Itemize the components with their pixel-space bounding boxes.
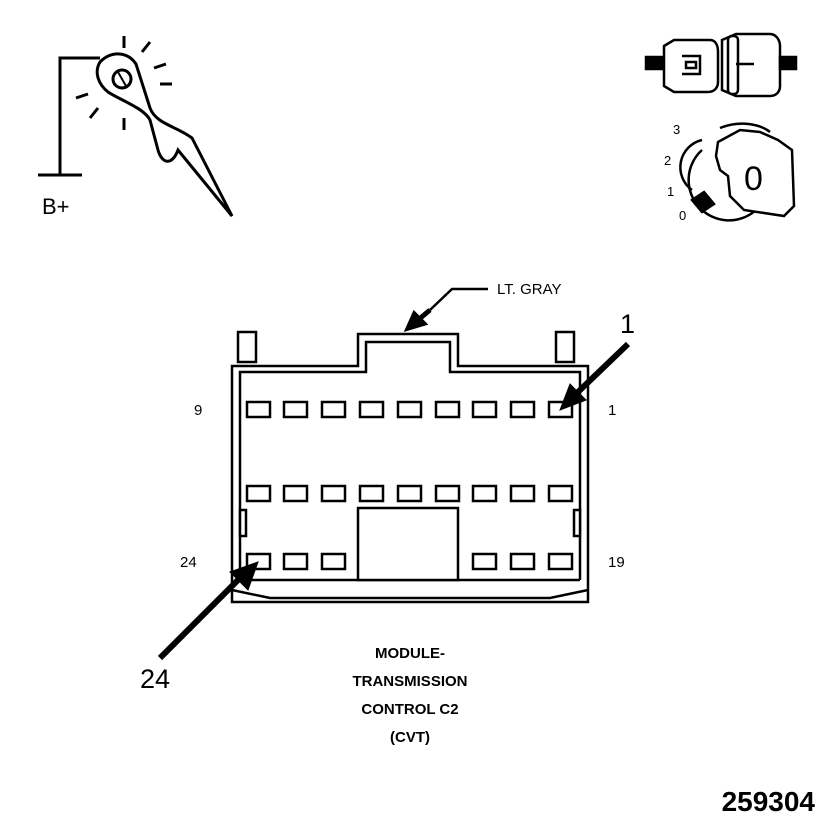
caption-line: MODULE- bbox=[375, 645, 445, 662]
pin-cavity bbox=[282, 400, 309, 419]
callout-pin-24: 24 bbox=[140, 664, 171, 694]
test-light-probe-icon bbox=[38, 36, 234, 217]
ignition-key-position-label: 0 bbox=[744, 160, 763, 198]
pin-cavity bbox=[358, 400, 385, 419]
pin-label-top-right: 1 bbox=[608, 402, 617, 419]
pin-cavity bbox=[282, 552, 309, 571]
b-plus-label: B+ bbox=[42, 194, 70, 219]
pin-cavity bbox=[396, 400, 423, 419]
pin-cavities bbox=[245, 400, 574, 571]
pin-cavity bbox=[547, 484, 574, 503]
pin-cavity bbox=[245, 484, 272, 503]
pin-cavity bbox=[434, 400, 461, 419]
pin-label-top-left: 9 bbox=[194, 402, 203, 419]
color-leader-arrow bbox=[403, 287, 488, 332]
pin-cavity bbox=[320, 484, 347, 503]
pin-cavity bbox=[509, 484, 536, 503]
ignition-position-0: 0 bbox=[679, 208, 687, 223]
pin-cavity bbox=[471, 400, 498, 419]
pin-cavity bbox=[245, 400, 272, 419]
pin-cavity bbox=[471, 552, 498, 571]
connector-color-label: LT. GRAY bbox=[497, 281, 562, 298]
ignition-position-2: 2 bbox=[664, 153, 672, 168]
pin-cavity bbox=[358, 484, 385, 503]
connector-body bbox=[230, 330, 590, 604]
caption-line: (CVT) bbox=[390, 729, 430, 746]
pin-1-callout-arrow bbox=[559, 341, 631, 411]
pin-cavity bbox=[320, 552, 347, 571]
pin-cavity bbox=[320, 400, 347, 419]
pin-label-bottom-left: 24 bbox=[180, 554, 197, 571]
ignition-position-1: 1 bbox=[667, 184, 675, 199]
pin-cavity bbox=[396, 484, 423, 503]
caption-line: CONTROL C2 bbox=[361, 701, 459, 718]
caption-line: TRANSMISSION bbox=[352, 673, 468, 690]
connector-disconnected-icon bbox=[644, 32, 798, 98]
figure-number: 259304 bbox=[721, 786, 815, 817]
connector-caption: MODULE- TRANSMISSION CONTROL C2 (CVT) bbox=[330, 640, 490, 752]
pin-label-bottom-right: 19 bbox=[608, 554, 625, 571]
pin-cavity bbox=[434, 484, 461, 503]
pin-cavity bbox=[471, 484, 498, 503]
pin-cavity bbox=[547, 552, 574, 571]
pin-24-callout-arrow bbox=[157, 561, 259, 661]
ignition-key-icon bbox=[679, 122, 796, 222]
ignition-position-3: 3 bbox=[673, 122, 681, 137]
callout-pin-1: 1 bbox=[620, 309, 636, 339]
pin-cavity bbox=[509, 552, 536, 571]
pin-cavity bbox=[282, 484, 309, 503]
pin-cavity bbox=[509, 400, 536, 419]
